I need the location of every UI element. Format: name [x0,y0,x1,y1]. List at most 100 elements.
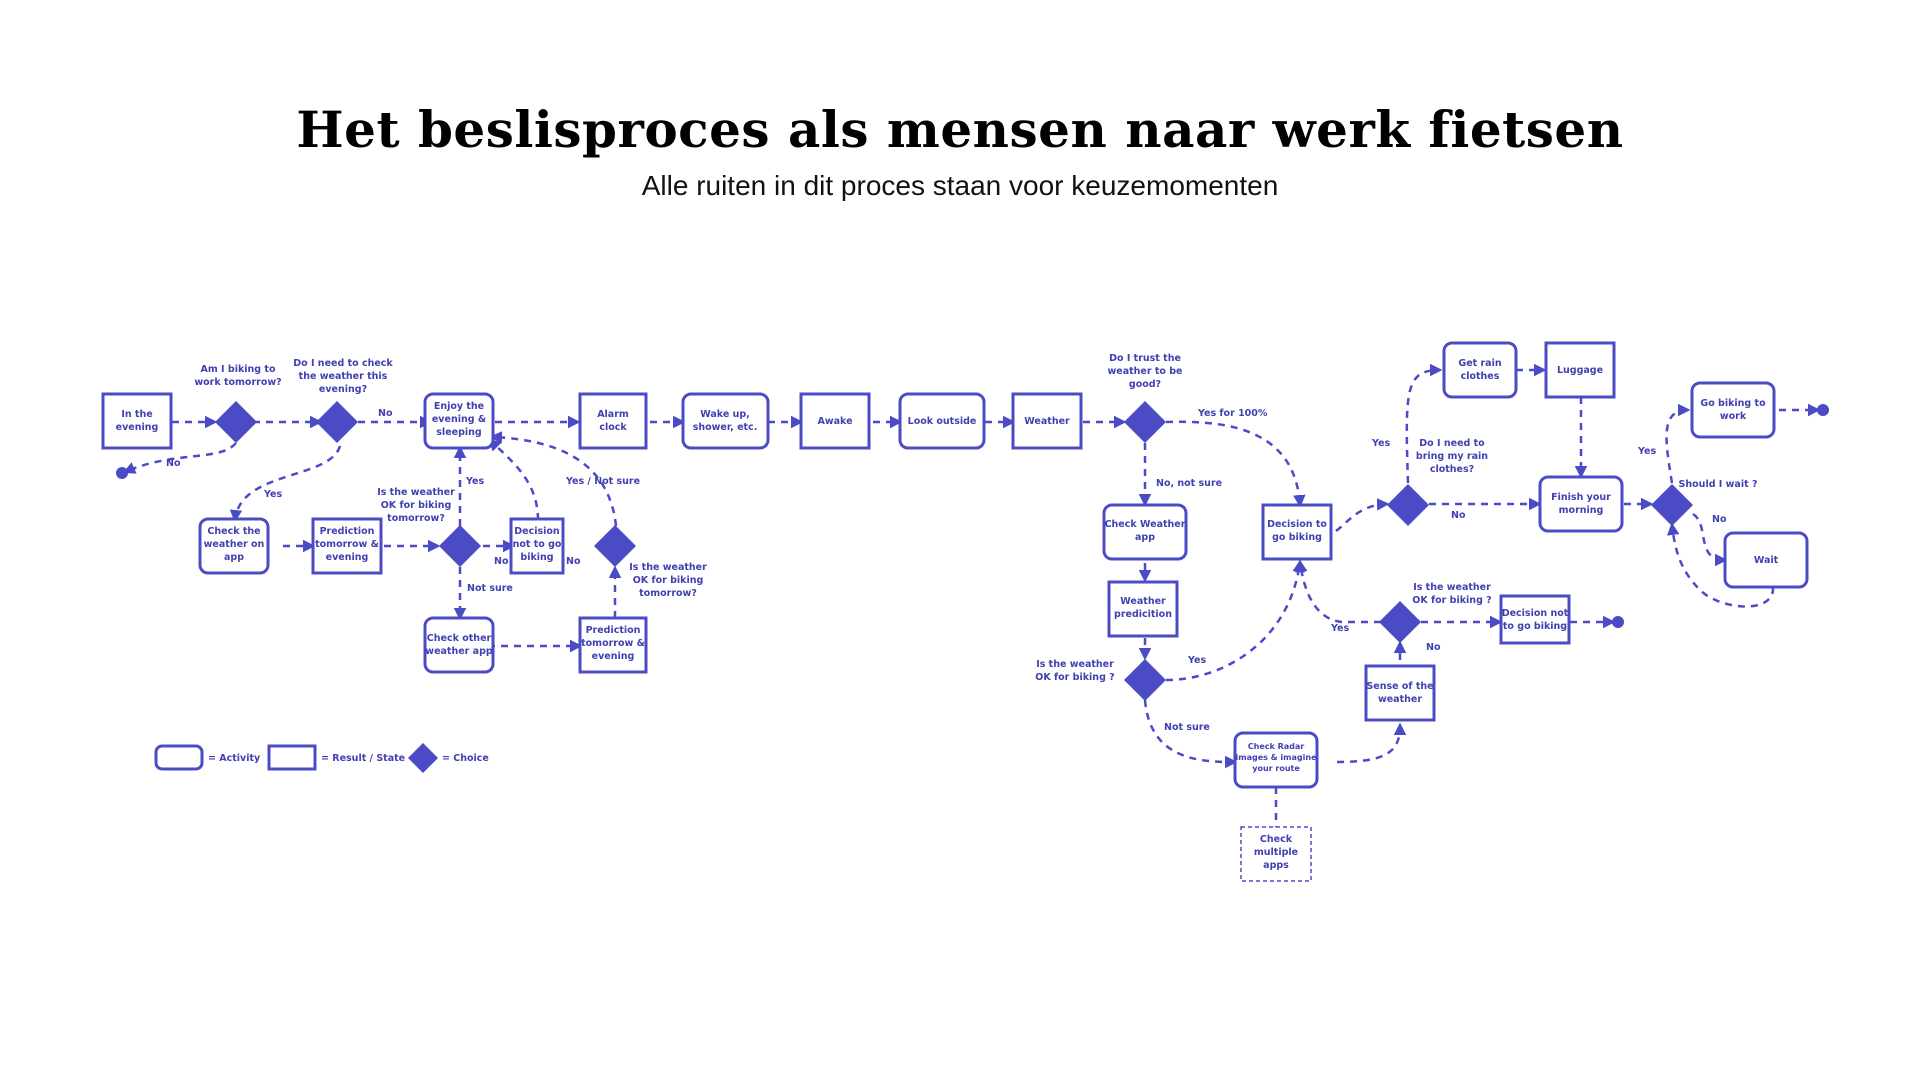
edge-label-no: No [1426,642,1441,653]
legend: = Activity = Result / State = Choice [154,743,489,773]
node-look-outside [898,392,986,450]
boxes [101,341,1809,882]
node-go-biking [1690,381,1776,439]
edge-label-no-not-sure: No, not sure [1156,478,1222,489]
node-in-evening [101,392,173,450]
node-check-multiple [1240,826,1312,882]
end-dot [116,467,128,479]
legend-activity-swatch [154,744,204,771]
node-prediction-2 [578,616,648,674]
node-awake [799,392,871,450]
node-weather [1011,392,1083,450]
node-check-weather-app-2 [1102,503,1188,561]
label-awake: Awake [817,416,852,427]
label-wait: Wait [1754,555,1779,566]
node-get-rain-clothes [1442,341,1518,399]
choice-biking-tomorrow [215,401,257,443]
page-title: Het beslisproces als mensen naar werk fi… [296,100,1624,159]
node-wake-up [681,392,770,450]
edge-label-yes-100: Yes for 100% [1197,408,1268,419]
node-decision-not-right [1499,594,1571,645]
edge-label-no: No [566,556,581,567]
edge-label-no: No [1451,510,1466,521]
choice-check-this-evening [316,401,358,443]
legend-choice-swatch [408,743,438,773]
edge-label-yes: Yes [465,476,484,487]
edge-label-no: No [378,408,393,419]
edge-label-no: No [166,458,181,469]
edge-label-not-sure: Not sure [1164,722,1210,733]
edge-label-yes-not-sure: Yes / Not sure [565,476,640,487]
choice-should-wait [1651,484,1693,526]
edge-label-yes: Yes [1187,655,1206,666]
diamonds [215,401,1693,701]
edges [122,363,1821,827]
legend-choice-label: = Choice [442,753,489,764]
edge-label-yes: Yes [263,489,282,500]
node-check-radar [1233,731,1319,789]
edge-label-yes: Yes [1371,438,1390,449]
label-weather: Weather [1024,416,1070,427]
node-check-weather-app [198,517,270,575]
node-sense-weather [1364,664,1436,722]
choice-trust-weather [1124,401,1166,443]
edge-label-yes: Yes [1330,623,1349,634]
legend-result-swatch [267,744,317,771]
node-decision-not-left [509,517,565,575]
choice-weather-ok-biking-2 [1379,601,1421,643]
edge-labels: No No Yes Yes Not sure No No Yes / Not s… [166,408,1727,733]
legend-result-label: = Result / State [321,753,405,764]
node-finish-morning [1538,475,1624,533]
node-luggage [1544,341,1616,399]
question-should-wait: Should I wait ? [1679,479,1758,490]
choice-rain-clothes [1387,484,1429,526]
node-weather-prediction [1107,580,1179,638]
end-dot [1817,404,1829,416]
label-wake-up: Wake up,shower, etc. [693,409,758,433]
label-look-outside: Look outside [908,416,977,427]
label-luggage: Luggage [1557,365,1603,376]
edge-label-yes: Yes [1637,446,1656,457]
node-wait [1723,531,1809,589]
choice-weather-ok-tomorrow [439,525,481,567]
end-dots [116,404,1829,628]
page-subtitle: Alle ruiten in dit proces staan voor keu… [641,170,1279,201]
end-dot [1612,616,1624,628]
node-alarm-clock [578,392,648,450]
legend-activity-label: = Activity [208,753,261,764]
node-enjoy-evening [423,392,495,450]
edge-label-not-sure: Not sure [467,583,513,594]
node-check-other-app [423,616,495,674]
edge-label-no: No [494,556,509,567]
choice-weather-ok-biking [1124,659,1166,701]
